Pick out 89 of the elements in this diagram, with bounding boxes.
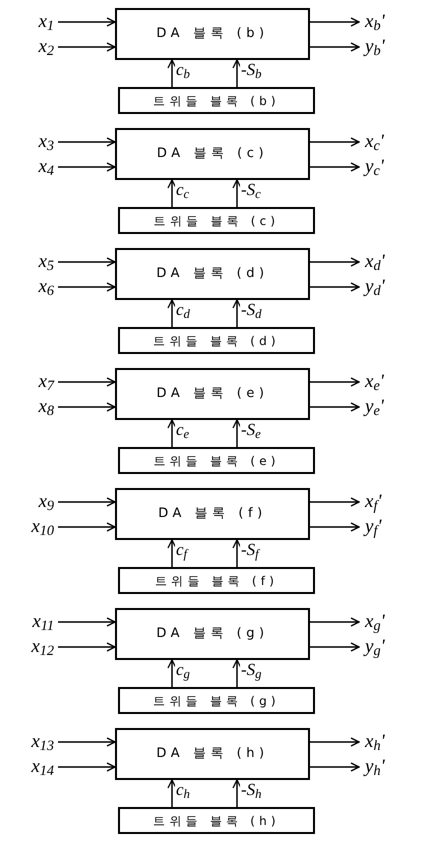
edge-label: -S$_{e}$ bbox=[240, 421, 262, 438]
arrow bbox=[58, 617, 116, 627]
arrow bbox=[58, 402, 116, 412]
arrow bbox=[310, 402, 360, 412]
output-signal-label: y$_{c}$' bbox=[365, 155, 425, 179]
arrow bbox=[58, 642, 116, 652]
arrow bbox=[58, 257, 116, 267]
output-signal-label: x$_{h}$' bbox=[365, 730, 425, 754]
output-signal-label: y$_{b}$' bbox=[365, 35, 425, 59]
arrow bbox=[310, 497, 360, 507]
arrow bbox=[58, 377, 116, 387]
input-signal-label: x$_{13}$ bbox=[8, 730, 58, 754]
arrow bbox=[310, 617, 360, 627]
arrow bbox=[167, 179, 177, 207]
arrow bbox=[58, 17, 116, 27]
input-signal-label: x$_{10}$ bbox=[8, 515, 58, 539]
da-block: DA 블록 (h) bbox=[115, 728, 310, 780]
output-signal-label: x$_{b}$' bbox=[365, 10, 425, 34]
output-signal-label: x$_{f}$' bbox=[365, 490, 425, 514]
input-signal-label: x$_{3}$ bbox=[8, 130, 58, 154]
output-signal-label: x$_{c}$' bbox=[365, 130, 425, 154]
arrow bbox=[310, 137, 360, 147]
arrow bbox=[310, 162, 360, 172]
twiddle-block: 트위들 블록 (h) bbox=[118, 807, 315, 834]
arrow bbox=[232, 419, 242, 447]
output-signal-label: y$_{h}$' bbox=[365, 755, 425, 779]
arrow bbox=[58, 137, 116, 147]
arrow bbox=[232, 539, 242, 567]
arrow bbox=[310, 642, 360, 652]
da-block: DA 블록 (b) bbox=[115, 8, 310, 60]
arrow bbox=[58, 162, 116, 172]
arrow bbox=[232, 179, 242, 207]
output-signal-label: y$_{g}$' bbox=[365, 635, 425, 659]
arrow bbox=[310, 377, 360, 387]
twiddle-block: 트위들 블록 (f) bbox=[118, 567, 315, 594]
arrow bbox=[232, 659, 242, 687]
arrow bbox=[167, 419, 177, 447]
arrow bbox=[58, 497, 116, 507]
edge-label: -S$_{h}$ bbox=[240, 781, 263, 798]
output-signal-label: y$_{e}$' bbox=[365, 395, 425, 419]
input-signal-label: x$_{4}$ bbox=[8, 155, 58, 179]
edge-label: -S$_{c}$ bbox=[240, 181, 262, 198]
arrow bbox=[58, 762, 116, 772]
da-block: DA 블록 (g) bbox=[115, 608, 310, 660]
da-block: DA 블록 (f) bbox=[115, 488, 310, 540]
output-signal-label: y$_{f}$' bbox=[365, 515, 425, 539]
input-signal-label: x$_{14}$ bbox=[8, 755, 58, 779]
input-signal-label: x$_{8}$ bbox=[8, 395, 58, 419]
arrow bbox=[310, 522, 360, 532]
arrow bbox=[310, 42, 360, 52]
arrow bbox=[167, 659, 177, 687]
arrow bbox=[310, 762, 360, 772]
da-block: DA 블록 (d) bbox=[115, 248, 310, 300]
output-signal-label: x$_{d}$' bbox=[365, 250, 425, 274]
arrow bbox=[310, 17, 360, 27]
input-signal-label: x$_{11}$ bbox=[8, 610, 58, 634]
input-signal-label: x$_{6}$ bbox=[8, 275, 58, 299]
arrow bbox=[167, 299, 177, 327]
arrow bbox=[58, 282, 116, 292]
input-signal-label: x$_{2}$ bbox=[8, 35, 58, 59]
arrow bbox=[167, 779, 177, 807]
twiddle-block: 트위들 블록 (d) bbox=[118, 327, 315, 354]
edge-label: -S$_{b}$ bbox=[240, 61, 263, 78]
da-block: DA 블록 (e) bbox=[115, 368, 310, 420]
arrow bbox=[167, 539, 177, 567]
arrow bbox=[310, 257, 360, 267]
arrow bbox=[310, 282, 360, 292]
input-signal-label: x$_{5}$ bbox=[8, 250, 58, 274]
arrow bbox=[58, 522, 116, 532]
twiddle-block: 트위들 블록 (g) bbox=[118, 687, 315, 714]
input-signal-label: x$_{1}$ bbox=[8, 10, 58, 34]
input-signal-label: x$_{9}$ bbox=[8, 490, 58, 514]
twiddle-block: 트위들 블록 (b) bbox=[118, 87, 315, 114]
twiddle-block: 트위들 블록 (c) bbox=[118, 207, 315, 234]
input-signal-label: x$_{12}$ bbox=[8, 635, 58, 659]
arrow bbox=[232, 299, 242, 327]
arrow bbox=[310, 737, 360, 747]
arrow bbox=[232, 779, 242, 807]
arrow bbox=[167, 59, 177, 87]
input-signal-label: x$_{7}$ bbox=[8, 370, 58, 394]
twiddle-block: 트위들 블록 (e) bbox=[118, 447, 315, 474]
output-signal-label: x$_{e}$' bbox=[365, 370, 425, 394]
da-block: DA 블록 (c) bbox=[115, 128, 310, 180]
arrow bbox=[58, 42, 116, 52]
arrow bbox=[58, 737, 116, 747]
output-signal-label: y$_{d}$' bbox=[365, 275, 425, 299]
edge-label: -S$_{d}$ bbox=[240, 301, 263, 318]
output-signal-label: x$_{g}$' bbox=[365, 610, 425, 634]
arrow bbox=[232, 59, 242, 87]
